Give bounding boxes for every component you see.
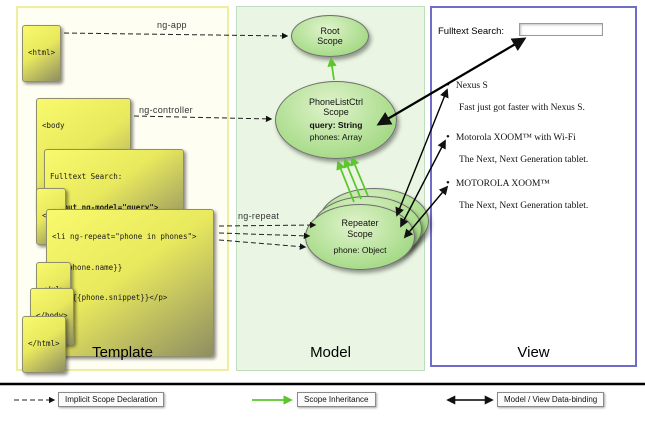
code-line: <body	[42, 121, 65, 131]
scope-title: Scope	[347, 228, 373, 239]
legend-scope-inheritance: Scope Inheritance	[297, 392, 376, 407]
view-list-item: • MOTOROLA XOOM™ The Next, Next Generati…	[446, 177, 632, 212]
scope-title: Root	[320, 25, 340, 36]
view-list-item: • Motorola XOOM™ with Wi-Fi The Next, Ne…	[446, 131, 632, 166]
scope-title: Repeater	[341, 218, 379, 229]
phone-title: MOTOROLA XOOM™	[455, 179, 550, 189]
bullet-icon: •	[446, 79, 450, 91]
phone-title: Motorola XOOM™ with Wi-Fi	[455, 133, 576, 143]
code-line: </body>	[36, 311, 68, 321]
legend-data-binding: Model / View Data-binding	[497, 392, 605, 407]
phone-snippet: Fast just got faster with Nexus S.	[459, 103, 585, 113]
view-search-label: Fulltext Search:	[438, 26, 504, 37]
code-line: <p>{{phone.snippet}}</p>	[59, 293, 168, 302]
model-column-label: Model	[310, 344, 351, 361]
code-html-open: <html>	[22, 25, 62, 82]
scope-title: PhoneListCtrl	[308, 96, 364, 107]
bullet-icon: •	[446, 131, 450, 143]
model-panel	[236, 6, 425, 371]
view-list-item: • Nexus S Fast just got faster with Nexu…	[446, 79, 632, 114]
scope-prop-query: query: String	[309, 119, 363, 130]
code-line: </html>	[28, 339, 60, 349]
bullet-icon: •	[446, 177, 450, 189]
scope-prop-phone: phone: Object	[333, 244, 387, 255]
repeater-scope-ellipse-front: Repeater Scope phone: Object	[305, 204, 415, 270]
root-scope-ellipse: Root Scope	[291, 15, 369, 57]
ng-controller-label: ng-controller	[139, 105, 193, 115]
scope-title: Scope	[323, 107, 349, 118]
view-search-input[interactable]	[519, 23, 603, 36]
code-html-close: </html>	[22, 316, 66, 373]
legend-implicit-scope: Implicit Scope Declaration	[58, 392, 165, 407]
phone-snippet: The Next, Next Generation tablet.	[459, 155, 589, 165]
phonelistctrl-scope-ellipse: PhoneListCtrl Scope query: String phones…	[275, 81, 397, 159]
code-line: Fulltext Search:	[50, 172, 123, 182]
phone-snippet: The Next, Next Generation tablet.	[459, 201, 589, 211]
ng-app-label: ng-app	[157, 20, 187, 30]
code-li-repeat: <li ng-repeat="phone in phones"> {{phone…	[46, 209, 214, 357]
code-line: <li ng-repeat="phone in phones">	[52, 232, 197, 242]
phone-title: Nexus S	[455, 81, 488, 91]
scope-prop-phones: phones: Array	[309, 132, 363, 143]
code-line: </li>	[52, 323, 208, 333]
view-column-label: View	[517, 344, 550, 361]
code-line: {{phone.name}}	[59, 262, 123, 272]
ng-repeat-label: ng-repeat	[238, 211, 280, 221]
scope-title: Scope	[317, 36, 343, 46]
template-column-label: Template	[92, 344, 153, 361]
code-line: <html>	[28, 48, 56, 58]
